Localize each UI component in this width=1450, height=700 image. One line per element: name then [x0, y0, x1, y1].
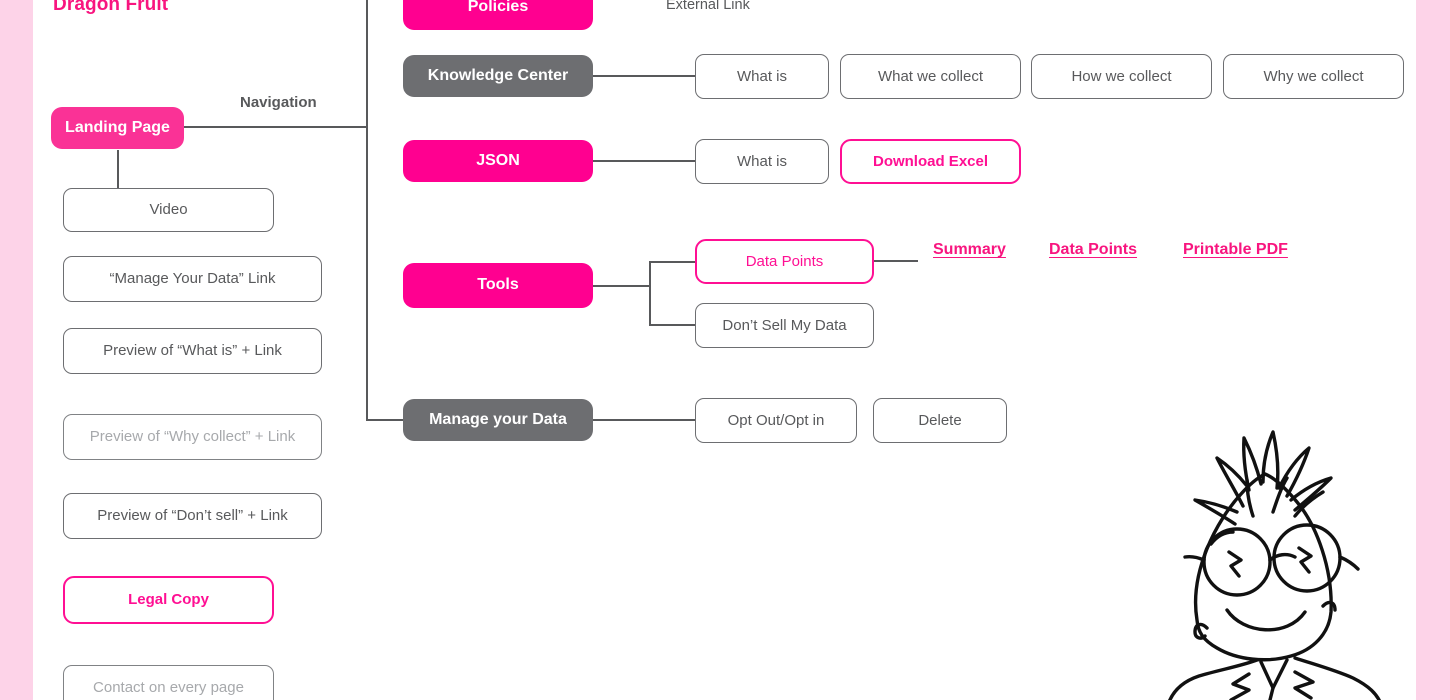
dragon-fruit-mascot-icon: [1145, 420, 1395, 700]
node-kc-why-we-collect[interactable]: Why we collect: [1223, 54, 1404, 99]
connector-tools-to-datapoints: [649, 261, 696, 263]
node-json-download-excel[interactable]: Download Excel: [840, 139, 1021, 184]
node-manage-your-data[interactable]: Manage your Data: [403, 399, 593, 441]
node-manage-your-data-link[interactable]: “Manage Your Data” Link: [63, 256, 322, 302]
node-manage-opt-out-opt-in[interactable]: Opt Out/Opt in: [695, 398, 857, 443]
caption-navigation: Navigation: [240, 94, 317, 111]
connector-json-to-whatis: [593, 160, 695, 162]
link-data-points[interactable]: Data Points: [1049, 241, 1138, 258]
connector-tools-to-dontsell: [649, 324, 696, 326]
caption-external-link: External Link: [666, 0, 750, 13]
node-landing-page[interactable]: Landing Page: [51, 107, 184, 149]
link-summary[interactable]: Summary: [933, 241, 1006, 258]
node-preview-why-collect-link[interactable]: Preview of “Why collect” + Link: [63, 414, 322, 460]
connector-kc-to-whatis: [593, 75, 695, 77]
node-json-what-is[interactable]: What is: [695, 139, 829, 184]
node-video[interactable]: Video: [63, 188, 274, 232]
node-contact-on-every-page[interactable]: Contact on every page: [63, 665, 274, 700]
connector-nav-trunk: [366, 0, 368, 421]
node-knowledge-center[interactable]: Knowledge Center: [403, 55, 593, 97]
node-preview-what-is-link[interactable]: Preview of “What is” + Link: [63, 328, 322, 374]
node-policies[interactable]: Policies: [403, 0, 593, 30]
left-page-stripe: [0, 0, 33, 700]
right-page-stripe: [1416, 0, 1450, 700]
connector-manage-to-optout: [593, 419, 695, 421]
connector-tools-bracket: [649, 261, 651, 326]
connector-tools-stem: [593, 285, 651, 287]
node-legal-copy[interactable]: Legal Copy: [63, 576, 274, 624]
node-preview-dont-sell-link[interactable]: Preview of “Don’t sell” + Link: [63, 493, 322, 539]
connector-datapoints-to-links: [874, 260, 918, 262]
connector-trunk-to-manage-data: [366, 419, 404, 421]
node-kc-what-is[interactable]: What is: [695, 54, 829, 99]
node-tools[interactable]: Tools: [403, 263, 593, 308]
node-kc-what-we-collect[interactable]: What we collect: [840, 54, 1021, 99]
node-json[interactable]: JSON: [403, 140, 593, 182]
node-tools-data-points[interactable]: Data Points: [695, 239, 874, 284]
node-tools-dont-sell-my-data[interactable]: Don’t Sell My Data: [695, 303, 874, 348]
node-kc-how-we-collect[interactable]: How we collect: [1031, 54, 1212, 99]
node-manage-delete[interactable]: Delete: [873, 398, 1007, 443]
connector-landing-to-video: [117, 150, 119, 189]
link-printable-pdf[interactable]: Printable PDF: [1183, 241, 1288, 258]
page-title: Dragon Fruit: [53, 0, 169, 15]
connector-landing-to-trunk: [184, 126, 367, 128]
